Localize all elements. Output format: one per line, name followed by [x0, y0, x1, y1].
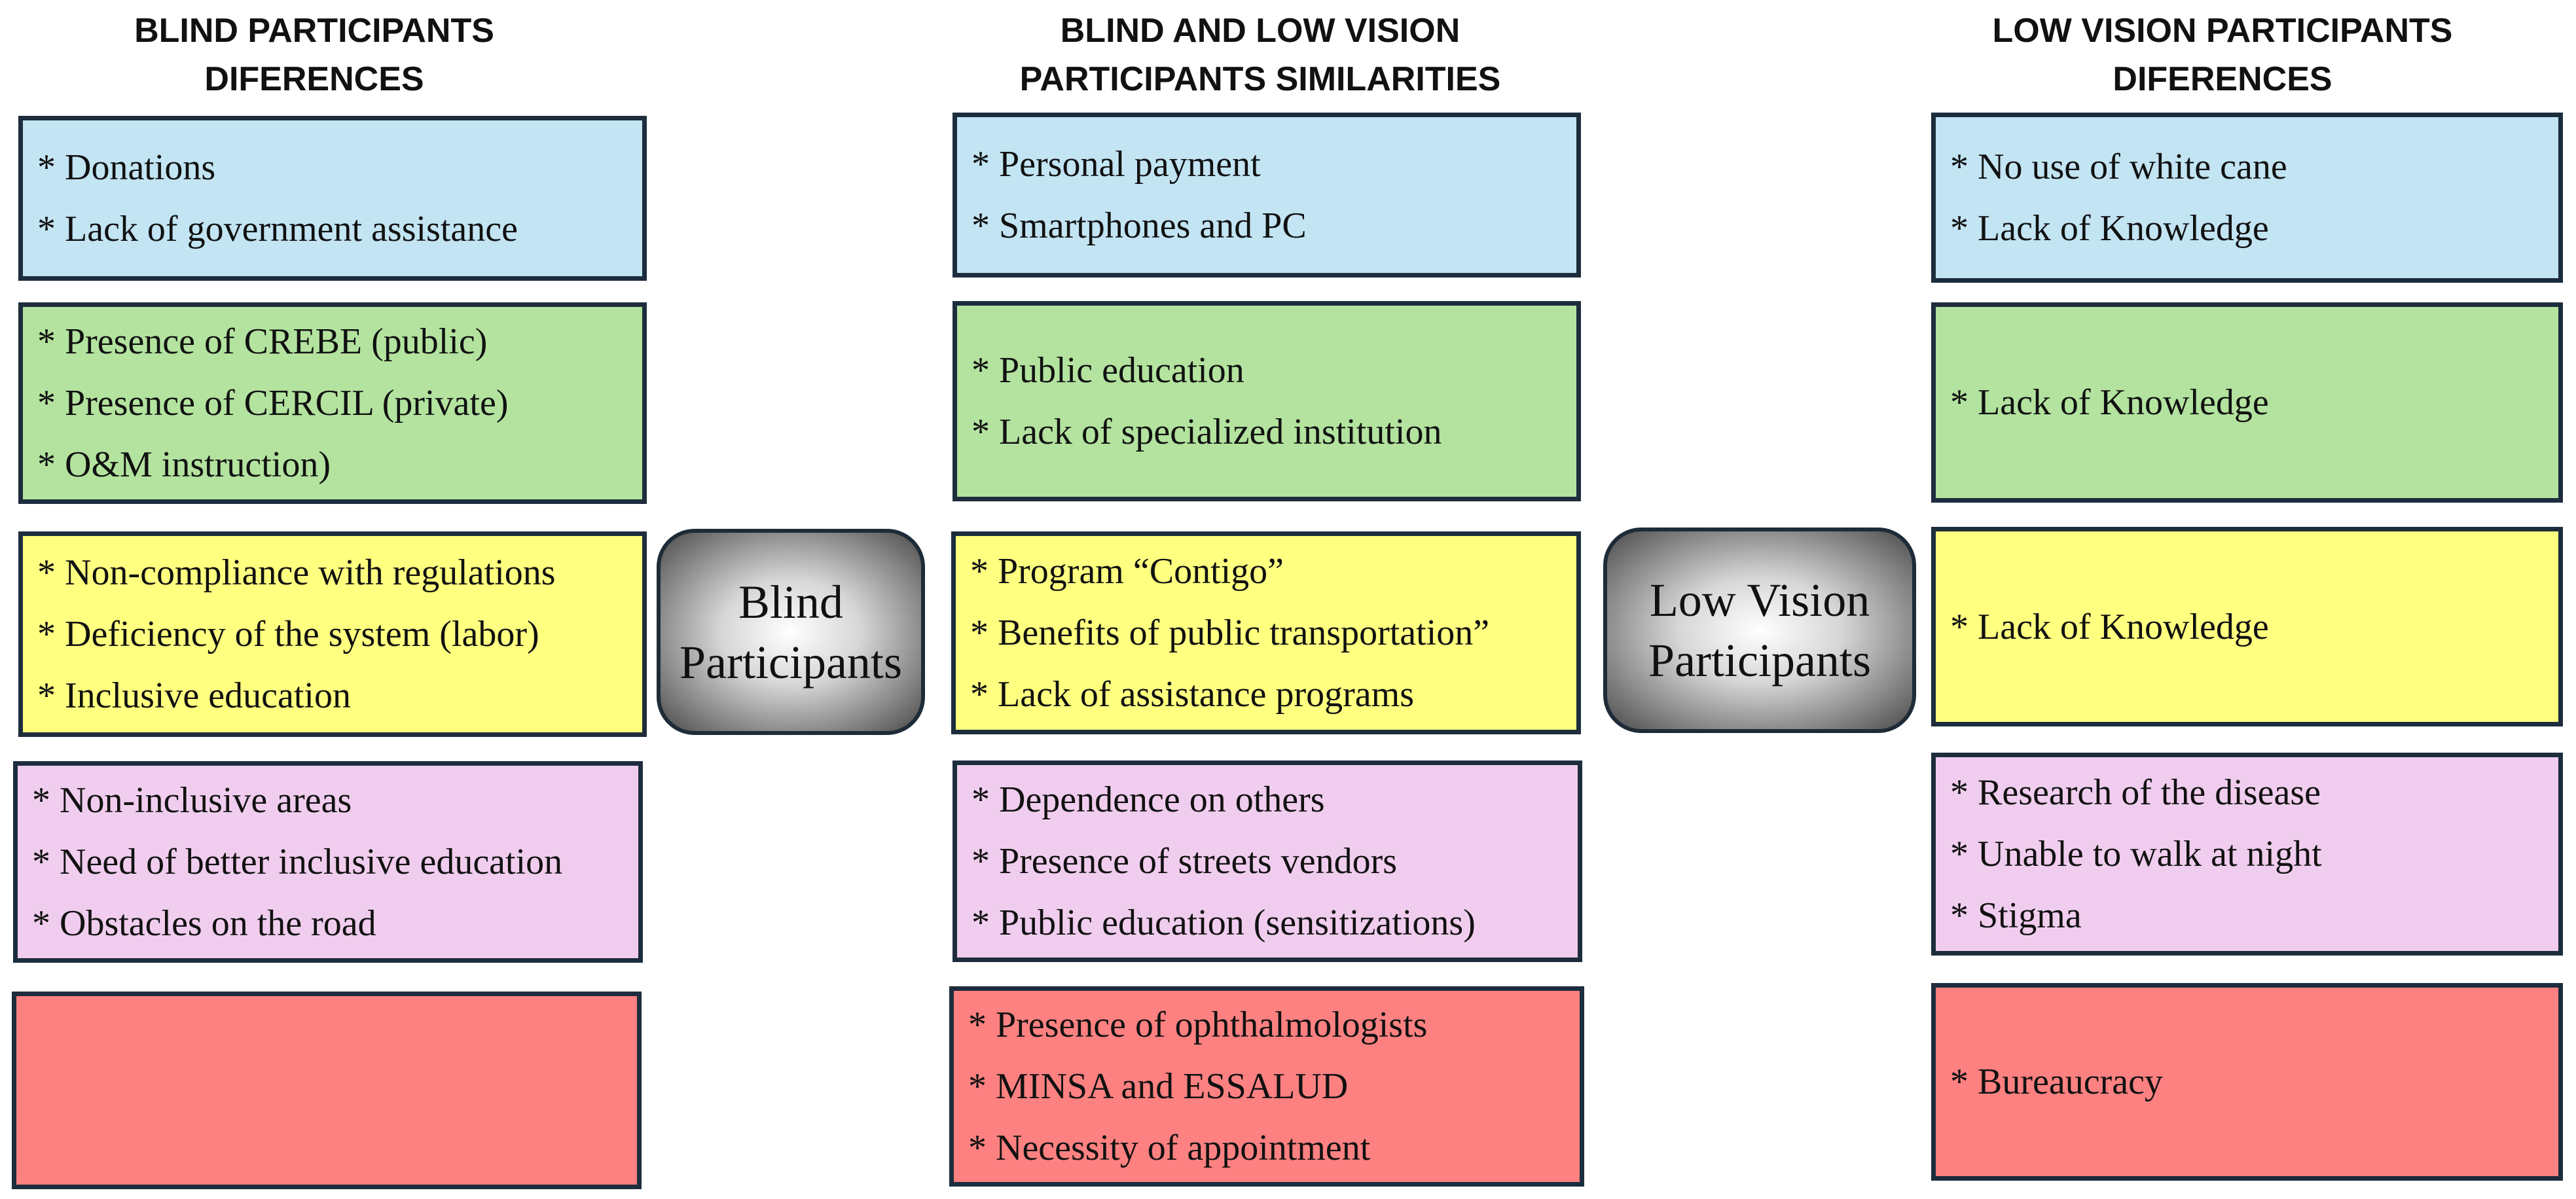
similarities-yellow-box: * Program “Contigo” * Benefits of public …	[951, 531, 1581, 734]
bullet-item: * Unable to walk at night	[1950, 834, 2322, 874]
right-column-title: LOW VISION PARTICIPANTS DIFERENCES	[1992, 12, 2453, 98]
bullet-item: * Lack of assistance programs	[970, 674, 1414, 715]
bullet-item: * Smartphones and PC	[971, 206, 1307, 246]
bullet-item: * Lack of Knowledge	[1950, 382, 2269, 423]
low-vision-diff-pink-box: * Research of the disease * Unable to wal…	[1931, 753, 2563, 956]
bullet-item: * Donations	[37, 147, 216, 188]
bullet-item: * Presence of CERCIL (private)	[37, 383, 509, 423]
bullet-item: * Inclusive education	[37, 675, 351, 716]
similarities-green-box: * Public education * Lack of specialized …	[952, 301, 1581, 501]
similarities-pink-box: * Dependence on others * Presence of stre…	[952, 761, 1582, 962]
bullet-item: * Necessity of appointment	[968, 1128, 1371, 1168]
bullet-item: * Presence of CREBE (public)	[37, 321, 488, 362]
bullet-item: * Benefits of public transportation”	[970, 613, 1490, 653]
blind-diff-blue-box: * Donations * Lack of government assistan…	[18, 116, 647, 281]
bullet-item: * Deficiency of the system (labor)	[37, 614, 539, 654]
low-vision-participants-node: Low Vision Participants	[1603, 528, 1916, 733]
blind-participants-node: Blind Participants	[657, 529, 925, 735]
bullet-item: * No use of white cane	[1950, 147, 2287, 187]
left-column-title: BLIND PARTICIPANTS DIFERENCES	[134, 12, 494, 98]
low-vision-diff-green-box: * Lack of Knowledge	[1931, 302, 2563, 503]
bullet-item: * Personal payment	[971, 144, 1261, 185]
blind-diff-pink-box: * Non-inclusive areas * Need of better in…	[13, 761, 643, 963]
bullet-item: * Presence of streets vendors	[971, 841, 1398, 882]
similarities-red-box: * Presence of ophthalmologists * MINSA an…	[949, 986, 1584, 1187]
low-vision-diff-yellow-box: * Lack of Knowledge	[1931, 527, 2563, 726]
bullet-item: * Lack of government assistance	[37, 209, 518, 249]
similarities-blue-box: * Personal payment * Smartphones and PC	[952, 113, 1581, 277]
bullet-item: * Lack of Knowledge	[1950, 606, 2269, 647]
bullet-item: * Public education (sensitizations)	[971, 903, 1476, 943]
bullet-item: * Presence of ophthalmologists	[968, 1005, 1428, 1045]
bullet-item: * Stigma	[1950, 895, 2082, 936]
middle-column-title: BLIND AND LOW VISION PARTICIPANTS SIMILA…	[1019, 12, 1501, 98]
blind-diff-green-box: * Presence of CREBE (public) * Presence o…	[18, 302, 647, 504]
low-vision-diff-red-box: * Bureaucracy	[1931, 983, 2563, 1181]
bullet-item: * Dependence on others	[971, 779, 1325, 820]
blind-diff-yellow-box: * Non-compliance with regulations * Defic…	[18, 531, 647, 737]
low-vision-diff-blue-box: * No use of white cane * Lack of Knowledg…	[1931, 113, 2563, 283]
bullet-item: * Need of better inclusive education	[32, 842, 563, 882]
bullet-item: * Obstacles on the road	[32, 903, 376, 944]
bullet-item: * Non-inclusive areas	[32, 780, 352, 821]
bullet-item: * Lack of Knowledge	[1950, 208, 2269, 249]
bullet-item: * Program “Contigo”	[970, 551, 1284, 592]
blind-diff-red-box	[12, 992, 642, 1189]
bullet-item: * Research of the disease	[1950, 772, 2321, 813]
bullet-item: * MINSA and ESSALUD	[968, 1066, 1349, 1107]
bullet-item: * Lack of specialized institution	[971, 412, 1442, 452]
bullet-item: * Bureaucracy	[1950, 1062, 2163, 1102]
bullet-item: * O&M instruction)	[37, 444, 331, 485]
bullet-item: * Non-compliance with regulations	[37, 552, 556, 593]
bullet-item: * Public education	[971, 350, 1244, 391]
